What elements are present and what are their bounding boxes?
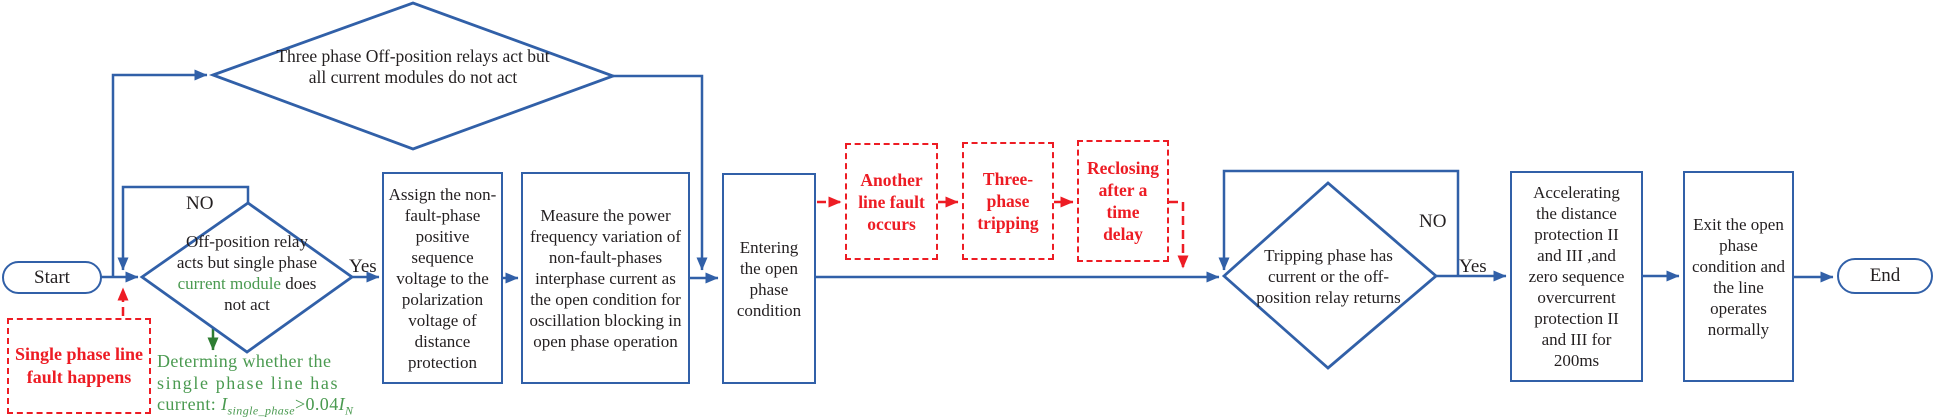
formula-op: >0.04 — [294, 394, 339, 414]
formula-i1: I — [221, 394, 228, 414]
d2-line3: position relay returns — [1256, 288, 1401, 307]
three-phase-tripping-box: Three- phase tripping — [962, 142, 1054, 260]
single-phase-diamond-text: Off-position relay acts but single phase… — [147, 231, 347, 315]
green-annotation-line1: Determing whether the — [157, 351, 332, 371]
d1-line2: acts but single phase — [176, 253, 318, 272]
current-prefix: current: — [157, 394, 222, 414]
arrow-start-to-top-diamond — [111, 69, 208, 277]
d1-line3-green: current module — [177, 274, 281, 293]
reclosing-line4: delay — [1103, 224, 1143, 244]
d1-line3: current module does — [147, 273, 347, 294]
yes-label-diamond2: Yes — [1459, 256, 1487, 277]
measure-frequency-box: Measure the power frequency variation of… — [521, 172, 690, 384]
d2-line2: current or the off- — [1268, 267, 1389, 286]
reclosing-line2: after a — [1098, 180, 1148, 200]
no-label-diamond1: NO — [186, 193, 214, 214]
top-diamond-line2: all current modules do not act — [308, 67, 518, 87]
measure-frequency-text: Measure the power frequency variation of… — [529, 205, 682, 351]
top-diamond-text: Three phase Off-position relays act but … — [240, 46, 586, 88]
no-loop-diamond2 — [1218, 169, 1460, 276]
single-phase-fault-box: Single phase line fault happens — [7, 318, 151, 414]
single-phase-decision-diamond — [139, 201, 355, 354]
accelerating-protection-text: Accelerating the distance protection II … — [1528, 183, 1625, 370]
d1-line3-rest: does — [280, 274, 317, 293]
reclosing-line1: Reclosing — [1087, 158, 1159, 178]
green-annotation: Determing whether the single phase line … — [157, 351, 353, 419]
tripping-decision-diamond — [1221, 181, 1439, 370]
d1-line1: Off-position relay — [186, 232, 308, 251]
no-label-diamond2: NO — [1419, 211, 1447, 232]
d1-line4: not act — [224, 295, 270, 314]
three-phase-tripping-line3: tripping — [977, 213, 1039, 233]
yes-label-diamond1: Yes — [349, 256, 377, 277]
three-phase-tripping-line2: phase — [986, 191, 1030, 211]
accelerating-protection-box: Accelerating the distance protection II … — [1510, 171, 1643, 382]
reclosing-line3: time — [1106, 202, 1140, 222]
d2-line1: Tripping phase has — [1264, 246, 1393, 265]
single-phase-fault-text: Single phase line fault happens — [14, 344, 144, 387]
entering-open-phase-text: Entering the open phase condition — [736, 237, 802, 320]
start-node: Start — [2, 261, 102, 294]
exit-open-phase-box: Exit the open phase condition and the li… — [1683, 171, 1794, 382]
assign-voltage-text: Assign the non-fault-phase positive sequ… — [388, 184, 497, 372]
line-top-diamond-down — [613, 74, 708, 271]
formula-sub2: N — [345, 403, 354, 418]
formula-i2: I — [338, 394, 346, 414]
green-annotation-line3: current: Isingle_phase>0.04IN — [157, 394, 353, 419]
tripping-diamond-text: Tripping phase has current or the off- p… — [1230, 245, 1427, 308]
top-diamond-line1: Three phase Off-position relays act but — [276, 46, 550, 66]
exit-open-phase-text: Exit the open phase condition and the li… — [1692, 214, 1786, 339]
end-node: End — [1837, 258, 1933, 294]
reclosing-box: Reclosing after a time delay — [1077, 140, 1169, 262]
formula-sub1: single_phase — [227, 403, 295, 418]
another-line-fault-text: Another line fault occurs — [858, 169, 925, 234]
top-decision-diamond — [208, 1, 618, 151]
no-loop-diamond1 — [117, 185, 250, 271]
three-phase-tripping-line1: Three- — [982, 169, 1034, 189]
green-annotation-line2: single phase line has — [157, 372, 340, 393]
arrow-reclosing-to-line — [1169, 200, 1189, 269]
another-line-fault-box: Another line fault occurs — [845, 143, 938, 260]
entering-open-phase-box: Entering the open phase condition — [722, 173, 816, 384]
assign-voltage-box: Assign the non-fault-phase positive sequ… — [382, 172, 503, 384]
